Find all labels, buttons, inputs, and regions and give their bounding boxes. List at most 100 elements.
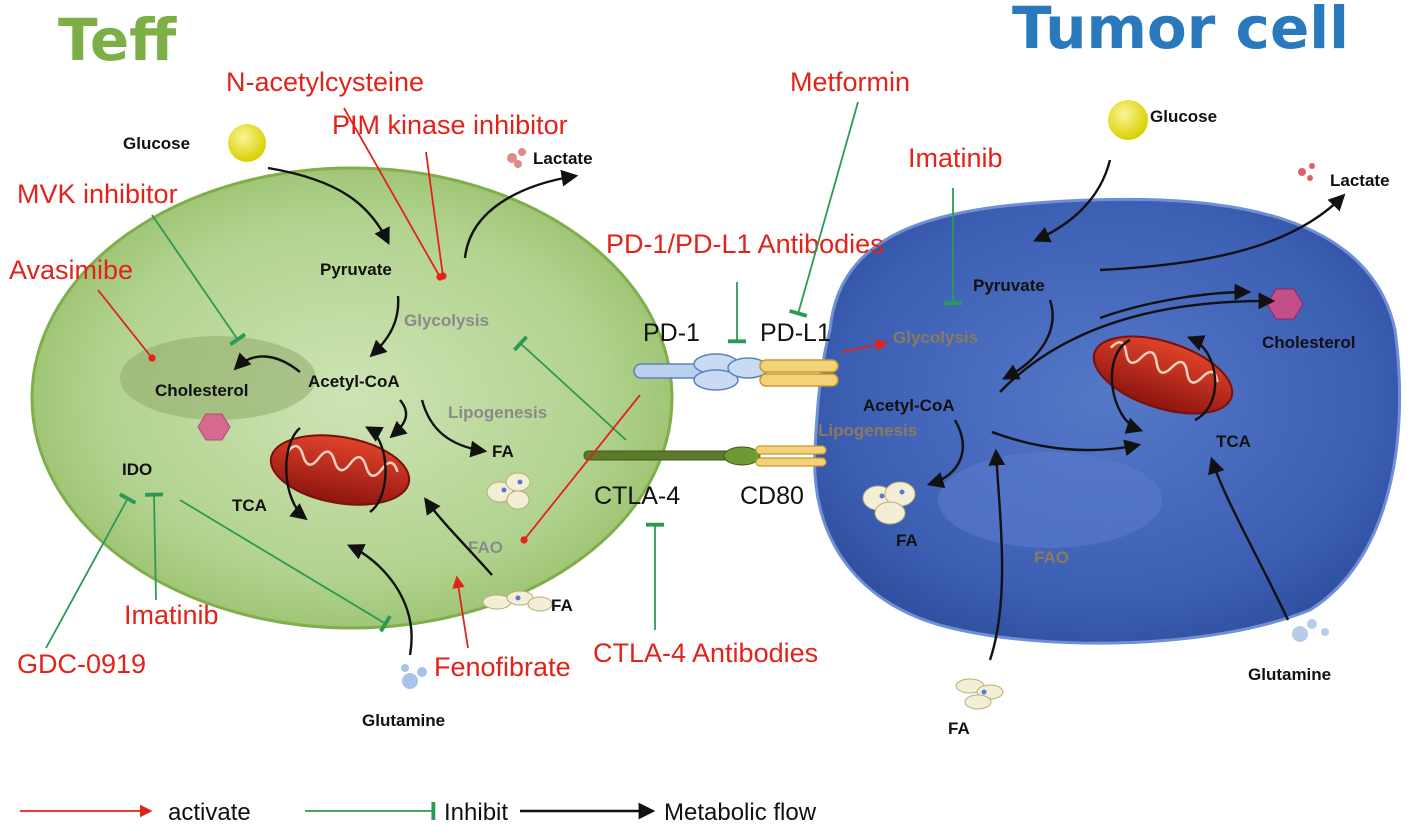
tumor-glutamine-icon (1292, 619, 1329, 642)
teff-lactate-icon (507, 148, 526, 168)
ctla4-receptor-icon (583, 446, 761, 466)
avasimibe-activate-arrow (97, 289, 156, 362)
teff-tca-cycle-arrow (285, 427, 308, 521)
teff-acetylcoa-to-tca-arrow (389, 399, 408, 439)
tumor-lactate-icon (1298, 163, 1315, 181)
nac-activate-arrow (343, 107, 444, 281)
drug-imatinib-teff: Imatinib (124, 600, 219, 630)
teff-cholesterol-icon (197, 413, 231, 441)
teff-fa-to-tca-arrow (424, 497, 493, 576)
tumor-glucose-icon (1108, 100, 1148, 140)
tumor-title: Tumor cell (1012, 0, 1349, 62)
tumor-lactate-arrow (1099, 193, 1346, 272)
teff-lactate-arrow (463, 169, 579, 259)
teff-acetylcoa-to-fa-arrow (420, 399, 488, 458)
teff-fa-inner-label: FA (492, 442, 514, 461)
tumor-pyruvate-to-cholesterol-arrow (1099, 283, 1252, 320)
tumor-glutamine-to-tca-arrow (1208, 456, 1290, 621)
tumor-cholesterol-icon (1266, 288, 1304, 320)
drug-metformin: Metformin (790, 67, 910, 97)
receptor-pdl1-label: PD-L1 (760, 319, 831, 347)
pim-activate-arrow (425, 151, 447, 280)
tumor-cholesterol-label: Cholesterol (1262, 333, 1356, 352)
tumor-cell (813, 197, 1402, 645)
teff-mitochondrion-icon (269, 434, 411, 506)
teff-title: Teff (58, 6, 177, 74)
teff-acetylcoa-label: Acetyl-CoA (308, 372, 400, 391)
tumor-tca-label: TCA (1216, 432, 1251, 451)
ctla4-to-glycolysis-inhibit-line (512, 335, 627, 441)
pdl1-to-glycolysis-activate-arrow (841, 338, 889, 353)
legend-flow-label: Metabolic flow (664, 799, 817, 826)
tumor-acetylcoa-to-tca-arrow (991, 430, 1142, 456)
pdl1-receptor-icon (727, 357, 839, 387)
drug-pim-kinase-inhibitor: PIM kinase inhibitor (332, 110, 568, 140)
tumor-vacuole (938, 452, 1162, 548)
drug-mvk-inhibitor: MVK inhibitor (17, 179, 178, 209)
teff-lactate-label: Lactate (533, 149, 593, 168)
drug-fenofibrate: Fenofibrate (434, 652, 571, 682)
drug-imatinib-tumor: Imatinib (908, 143, 1003, 173)
teff-glutamine-icon (401, 664, 427, 689)
drug-pd1-pdl1-antibodies: PD-1/PD-L1 Antibodies (606, 229, 884, 259)
teff-fao-label: FAO (468, 538, 503, 557)
teff-glucose-to-pyruvate-arrow (267, 166, 390, 246)
teff-glucose-icon (228, 124, 266, 162)
legend-activate-label: activate (168, 799, 251, 826)
teff-fa-outer-icon (482, 590, 553, 612)
tumor-pyruvate-label: Pyruvate (973, 276, 1045, 295)
gdc-inhibit-line (45, 492, 137, 649)
teff-fa-outer-label: FA (551, 596, 573, 615)
teff-tca-label: TCA (232, 496, 267, 515)
teff-cell (30, 166, 674, 630)
receptor-cd80-label: CD80 (740, 482, 804, 510)
teff-tca-cycle-return-arrow (365, 426, 387, 513)
teff-cholesterol-label: Cholesterol (155, 381, 249, 400)
teff-pyruvate-label: Pyruvate (320, 260, 392, 279)
tumor-pyruvate-to-acetylcoa-arrow (1002, 299, 1054, 380)
tumor-fa-outer-label: FA (948, 719, 970, 738)
drug-avasimibe: Avasimibe (9, 255, 133, 285)
teff-lipogenesis-label: Lipogenesis (448, 403, 547, 422)
tumor-fa-outer-icon (955, 678, 1004, 710)
tumor-fa-outer-to-acetylcoa-arrow (988, 448, 1006, 661)
teff-pyruvate-to-acetylcoa-arrow (369, 295, 400, 358)
pd1-receptor-icon (633, 353, 739, 391)
fenofibrate-activate-arrow (452, 575, 469, 649)
tumor-glucose-to-pyruvate-arrow (1032, 159, 1112, 243)
teff-acetylcoa-to-cholesterol-arrow (233, 352, 301, 373)
pd1-to-fao-activate-arrow (520, 394, 641, 544)
mvk-inhibit-line (151, 214, 247, 347)
cd80-receptor-icon (755, 445, 827, 467)
teff-ido-label: IDO (122, 460, 152, 479)
teff-glutamine-label: Glutamine (362, 711, 445, 730)
tumor-mitochondrion-icon (1092, 335, 1234, 415)
receptor-pd1-label: PD-1 (643, 319, 700, 347)
tumor-fa-inner-icon (862, 481, 916, 525)
teff-glucose-label: Glucose (123, 134, 190, 153)
tumor-tca-cycle-return-arrow (1186, 335, 1217, 422)
tumor-lipogenesis-label: Lipogenesis (818, 421, 917, 440)
ido-inhibit-line (179, 499, 392, 633)
tumor-acetylcoa-to-fa-arrow (926, 419, 964, 489)
tumor-glucose-label: Glucose (1150, 107, 1217, 126)
tumor-glutamine-label: Glutamine (1248, 665, 1331, 684)
tumor-acetylcoa-label: Acetyl-CoA (863, 396, 955, 415)
teff-fa-inner-icon (486, 472, 531, 510)
drug-ctla4-antibodies: CTLA-4 Antibodies (593, 638, 818, 668)
teff-vacuole (120, 336, 316, 420)
drug-gdc-0919: GDC-0919 (17, 649, 146, 679)
metformin-inhibit-line (788, 101, 859, 318)
teff-glutamine-to-tca-arrow (346, 544, 413, 656)
drug-n-acetylcysteine: N-acetylcysteine (226, 67, 424, 97)
tumor-glycolysis-label: Glycolysis (893, 328, 978, 347)
legend-inhibit-label: Inhibit (444, 799, 508, 826)
receptor-ctla4-label: CTLA-4 (594, 482, 680, 510)
teff-glycolysis-label: Glycolysis (404, 311, 489, 330)
tumor-lactate-label: Lactate (1330, 171, 1390, 190)
tumor-fao-label: FAO (1034, 548, 1069, 567)
tumor-tca-cycle-arrow (1110, 338, 1144, 434)
tumor-acetylcoa-to-cholesterol-arrow (999, 292, 1276, 393)
